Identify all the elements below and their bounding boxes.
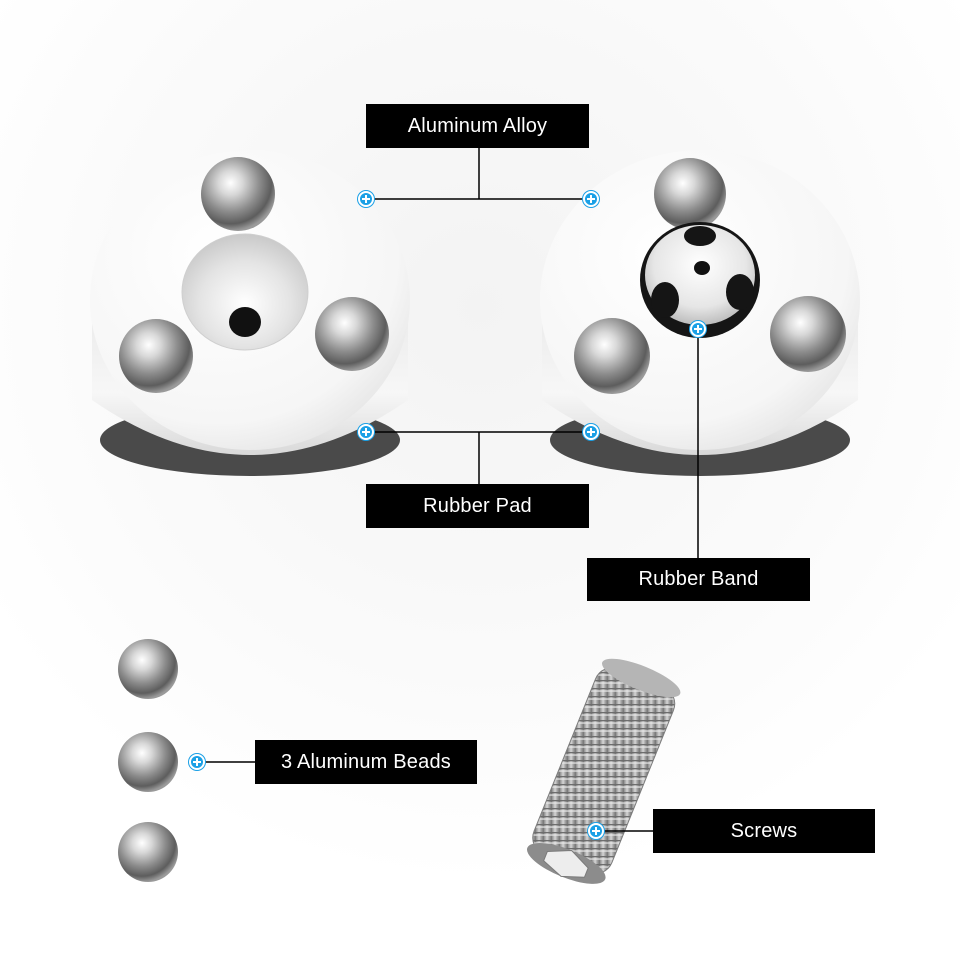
plus-circle-icon[interactable] (583, 424, 599, 440)
screw (526, 658, 681, 884)
plus-circle-icon[interactable] (690, 321, 706, 337)
plus-circle-icon[interactable] (588, 823, 604, 839)
label-3-aluminum-beads: 3 Aluminum Beads (255, 740, 477, 784)
label-aluminum-alloy: Aluminum Alloy (366, 104, 589, 148)
plus-circle-icon[interactable] (583, 191, 599, 207)
label-screws: Screws (653, 809, 875, 853)
plus-circle-icon[interactable] (189, 754, 205, 770)
plus-circle-icon[interactable] (358, 424, 374, 440)
label-rubber-band: Rubber Band (587, 558, 810, 601)
left-puck (90, 150, 410, 476)
right-puck (540, 150, 860, 476)
plus-circle-icon[interactable] (358, 191, 374, 207)
connector-lines (197, 148, 699, 832)
rubber-band-cap (640, 222, 760, 338)
label-rubber-pad: Rubber Pad (366, 484, 589, 528)
aluminum-beads (118, 639, 178, 882)
